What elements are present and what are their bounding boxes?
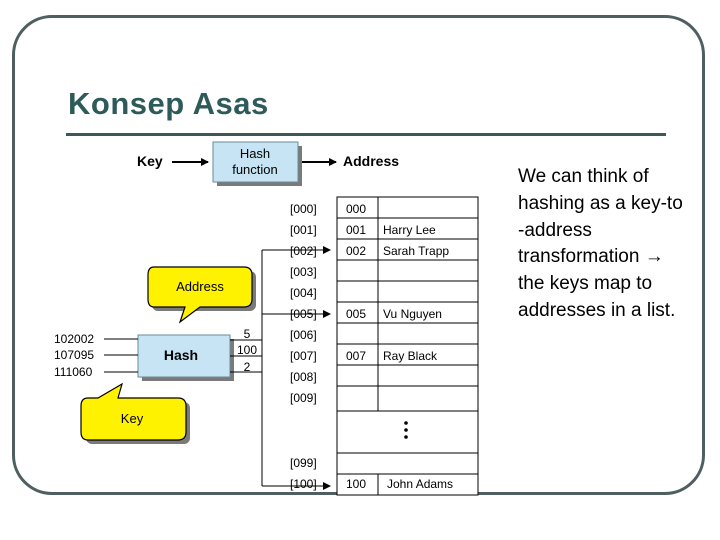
table-name: Vu Nguyen: [383, 307, 442, 321]
bullet-text: We can think of hashing as a key-to -add…: [518, 164, 718, 325]
input-key: 102002: [54, 332, 94, 346]
index-label: [099]: [290, 456, 317, 470]
hash-box-label: Hash: [164, 347, 198, 363]
output-value: 5: [244, 327, 251, 341]
index-label: [008]: [290, 370, 317, 384]
table-addr: 002: [346, 244, 366, 258]
index-label: [001]: [290, 223, 317, 237]
index-label: [007]: [290, 349, 317, 363]
title-underline: [66, 133, 666, 136]
bullet-line: the keys map to: [518, 273, 653, 295]
table-name: John Adams: [387, 477, 453, 491]
input-key: 111060: [54, 365, 93, 379]
address-table: 000 001 Harry Lee 002 Sarah Trapp 005 Vu…: [336, 196, 479, 496]
index-label: [005]: [290, 307, 317, 321]
index-label: [006]: [290, 328, 317, 342]
key-callout-box: [80, 382, 187, 441]
index-label: [009]: [290, 391, 317, 405]
output-value: 2: [244, 360, 251, 374]
key-callout-label: Key: [121, 411, 144, 426]
table-border: [336, 196, 479, 496]
table-addr: 007: [346, 349, 366, 363]
bullet-line: transformation →: [518, 246, 664, 268]
hash-function-box: [212, 141, 299, 183]
address-callout-label: Address: [176, 279, 224, 294]
index-label: [004]: [290, 286, 317, 300]
address-callout-box: [147, 266, 253, 324]
table-addr: 000: [346, 202, 366, 216]
table-name: Ray Black: [383, 349, 438, 363]
table-addr: 001: [346, 223, 366, 237]
table-name: Harry Lee: [383, 223, 436, 237]
hash-function-line2: function: [232, 162, 278, 177]
bullet-line: -address: [518, 219, 592, 241]
slide-title: Konsep Asas: [68, 86, 269, 121]
index-label: [000]: [290, 202, 317, 216]
table-addr: 005: [346, 307, 366, 321]
bullet-line: addresses in a list.: [518, 299, 676, 321]
bullet-line: We can think of: [518, 166, 649, 187]
table-name: Sarah Trapp: [383, 244, 449, 258]
index-label: [003]: [290, 265, 317, 279]
ellipsis-dot: [404, 428, 408, 432]
output-value: 100: [237, 343, 257, 357]
table-addr: 100: [346, 477, 366, 491]
index-label: [002]: [290, 244, 317, 258]
ellipsis-dot: [404, 421, 408, 425]
input-key: 107095: [54, 348, 94, 362]
index-label: [100]: [290, 477, 317, 491]
flow-address-label: Address: [343, 153, 399, 169]
bullet-line: hashing as a key-to: [518, 192, 683, 214]
flow-key-label: Key: [137, 153, 163, 169]
hash-function-line1: Hash: [240, 146, 270, 161]
hash-box: [137, 334, 231, 378]
ellipsis-dot: [404, 435, 408, 439]
